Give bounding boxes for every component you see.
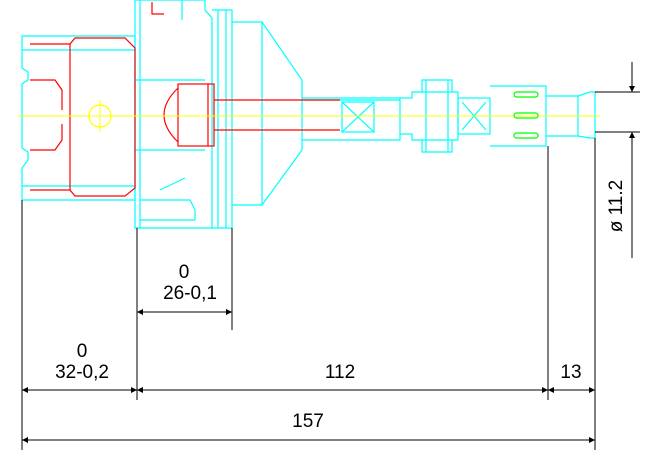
flange-chamfer (159, 177, 186, 191)
collar-outline (212, 9, 233, 229)
square-drive-cross (341, 101, 375, 133)
flange-notch (140, 199, 196, 221)
collet-taper (163, 87, 179, 143)
dim-32-upper: 0 (77, 341, 88, 362)
tool-outline (21, 0, 596, 229)
dim-13: 13 (560, 362, 581, 383)
collet-section (30, 2, 340, 197)
dim-32-lower: 32-0,2 (55, 362, 109, 383)
shaft-outline (302, 97, 401, 141)
tap-tip (577, 91, 596, 139)
dimensions (21, 62, 640, 450)
dim-157: 157 (292, 411, 324, 432)
tap-flutes (513, 91, 539, 139)
collet-slot (30, 79, 63, 110)
flange-detail (151, 2, 164, 15)
dim-112: 112 (325, 362, 355, 383)
dim-26-upper: 0 (179, 262, 190, 283)
dim-diameter: ø 11.2 (606, 180, 627, 232)
cone-outline (232, 21, 303, 206)
collet-nut (177, 83, 215, 147)
collet-outline (30, 37, 136, 197)
shank-outline (21, 35, 136, 201)
dim-26-lower: 26-0,1 (163, 283, 217, 304)
flange-outline (134, 0, 213, 229)
collet-slot (30, 124, 63, 151)
square-drive-1 (341, 101, 375, 133)
